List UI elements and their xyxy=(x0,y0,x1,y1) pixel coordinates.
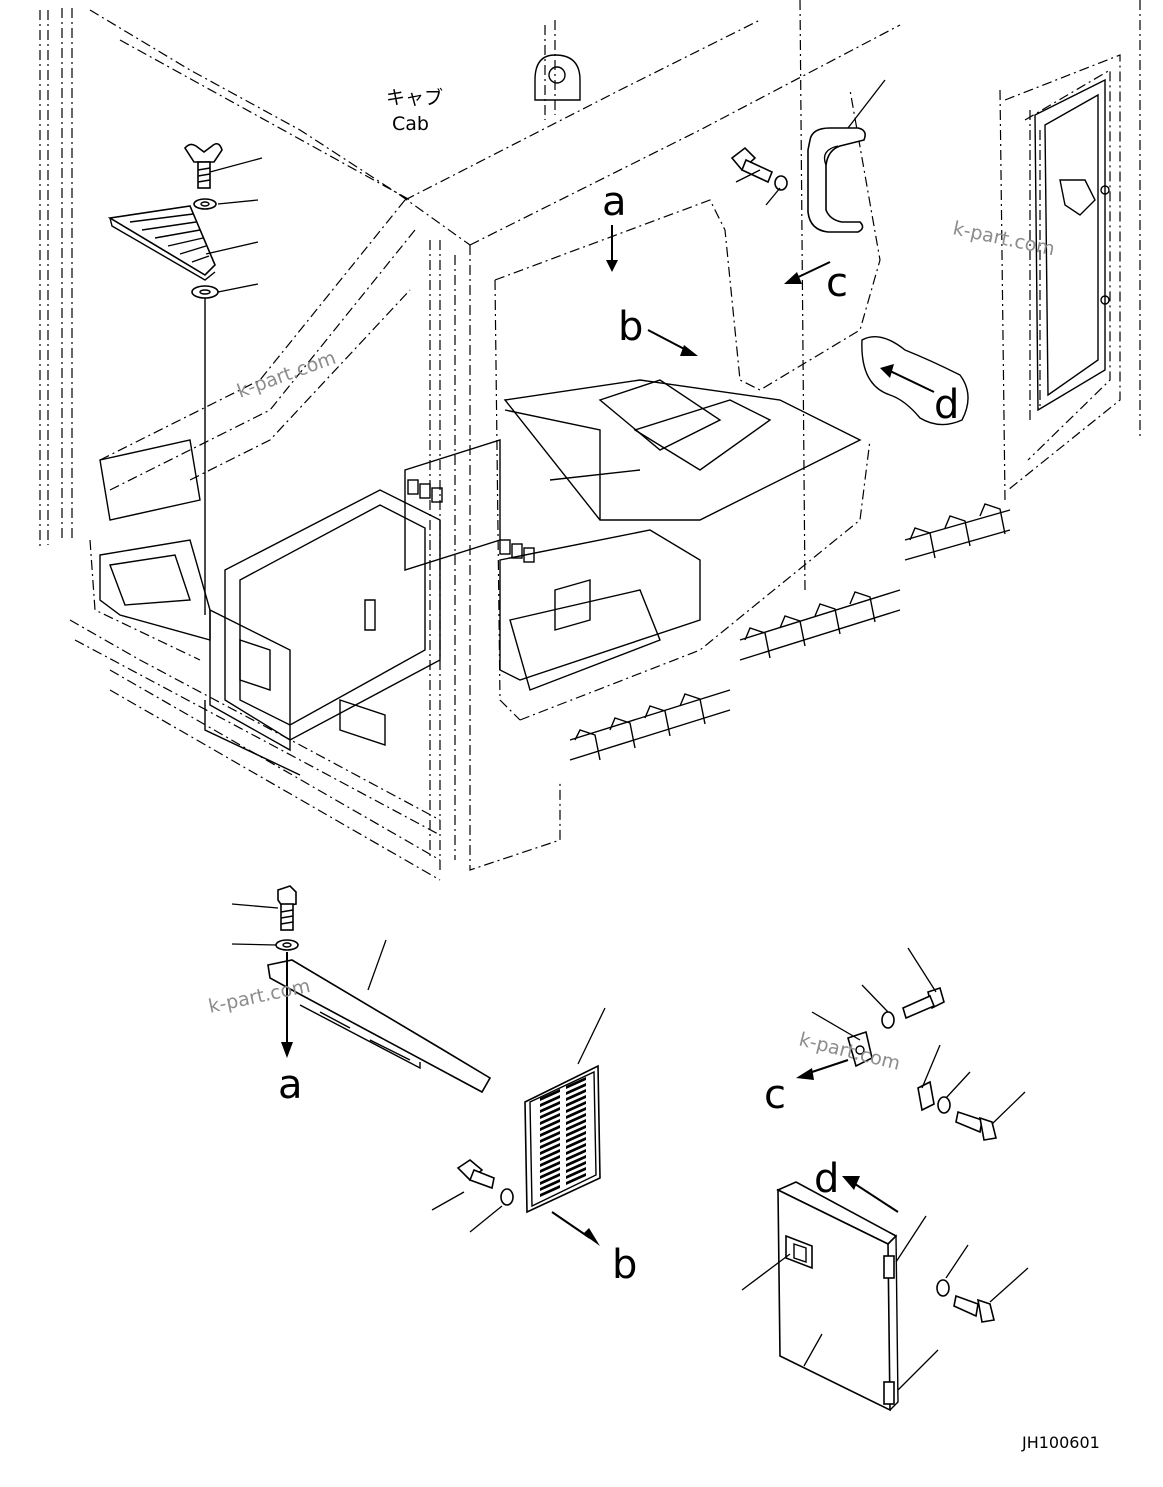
louver-slot xyxy=(566,1083,586,1095)
louver-slot xyxy=(566,1149,586,1161)
louver-slot xyxy=(566,1173,586,1185)
washer-icon xyxy=(275,939,299,951)
step-assembly xyxy=(107,142,263,615)
drawing-number: JH100601 xyxy=(1021,1433,1100,1452)
bolt-icon xyxy=(456,1159,495,1190)
handrail-icon xyxy=(807,127,866,233)
louver-slot xyxy=(566,1113,586,1125)
louver-slot xyxy=(540,1167,560,1179)
louver-slot xyxy=(540,1125,560,1137)
bolt-icon xyxy=(730,146,774,184)
bolt-icon xyxy=(955,1110,997,1141)
louver-slot xyxy=(566,1137,586,1149)
louver-slot xyxy=(540,1173,560,1185)
callout-a-top: a xyxy=(602,179,627,225)
callout-c-top: c xyxy=(826,260,848,306)
callout-c-bottom: c xyxy=(764,1072,786,1118)
louver-slot xyxy=(566,1101,586,1113)
handrail-assembly xyxy=(730,79,886,233)
callout-b-bottom: b xyxy=(612,1242,637,1288)
cab-outline xyxy=(39,0,1141,881)
cab-label-jp: キャブ xyxy=(386,86,443,109)
cover-plate-icon xyxy=(267,959,492,1094)
louver-slot xyxy=(540,1113,560,1125)
lifting-eye xyxy=(534,54,581,101)
louver-slot xyxy=(540,1089,560,1101)
grille-plate-icon xyxy=(524,1064,601,1214)
washer-icon xyxy=(937,1096,951,1114)
louver-slot xyxy=(566,1095,586,1107)
louver-slot xyxy=(540,1185,560,1197)
louver-slot xyxy=(540,1095,560,1107)
louver-slot xyxy=(566,1167,586,1179)
callouts-top: a b c d xyxy=(602,179,969,428)
access-door-assembly: d xyxy=(741,1156,1029,1412)
step-plate-icon xyxy=(107,205,216,281)
louver-slot xyxy=(566,1125,586,1137)
louver-slot xyxy=(566,1107,586,1119)
louver-slot xyxy=(540,1143,560,1155)
wing-bolt-icon xyxy=(184,142,223,189)
rail-brackets xyxy=(569,503,1011,761)
grille-assembly: b xyxy=(431,1007,637,1288)
watermark: k-part.com xyxy=(951,217,1057,260)
washer-icon xyxy=(881,1011,895,1029)
watermark: k-part.com xyxy=(797,1029,903,1075)
louver-slot xyxy=(566,1119,586,1131)
right-side-window-frame xyxy=(1034,78,1110,412)
louver-slot xyxy=(540,1101,560,1113)
floor-frame xyxy=(99,379,862,776)
louver-slot xyxy=(540,1155,560,1167)
watermark: k-part.com xyxy=(234,347,339,403)
washer-icon xyxy=(936,1279,950,1297)
bracket-icon xyxy=(847,1030,935,1112)
louver-slot xyxy=(540,1119,560,1131)
bolt-icon xyxy=(902,986,945,1020)
cab-label-en: Cab xyxy=(392,113,429,135)
washer-icon xyxy=(193,198,217,210)
washer-icon xyxy=(191,285,219,299)
callout-d-top: d xyxy=(934,382,959,428)
louver-slot xyxy=(540,1179,560,1191)
louver-slot xyxy=(566,1077,586,1089)
bolt-icon xyxy=(277,885,297,931)
louver-slot xyxy=(540,1107,560,1119)
bracket-assembly: c xyxy=(764,947,1026,1141)
louver-slot xyxy=(566,1155,586,1167)
washer-icon xyxy=(774,175,788,191)
louver-slot xyxy=(566,1131,586,1143)
callout-b-top: b xyxy=(618,304,643,350)
callout-a-bottom: a xyxy=(278,1062,303,1108)
access-door-icon xyxy=(776,1181,899,1412)
watermark: k-part.com xyxy=(206,975,312,1018)
louver-slot xyxy=(540,1149,560,1161)
washer-icon xyxy=(500,1188,514,1206)
cover-plate-assembly: a xyxy=(231,885,492,1108)
louver-slot xyxy=(540,1161,560,1173)
callout-d-bottom: d xyxy=(814,1156,839,1202)
louver-slot xyxy=(566,1143,586,1155)
louver-slot xyxy=(540,1137,560,1149)
louver-slot xyxy=(540,1131,560,1143)
louver-slot xyxy=(566,1161,586,1173)
louver-slot xyxy=(566,1089,586,1101)
bolt-icon xyxy=(953,1294,995,1323)
